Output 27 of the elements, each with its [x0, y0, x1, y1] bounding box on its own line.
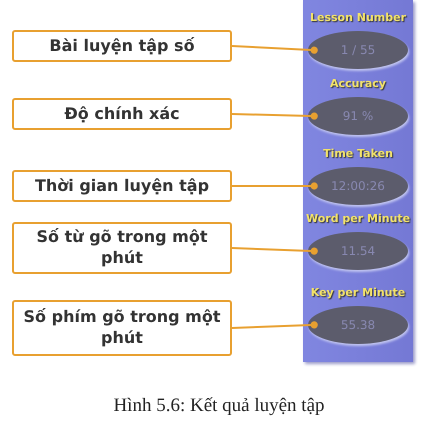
label-box	[12, 98, 232, 130]
connector-line	[232, 247, 318, 255]
display-heading: Key per Minute	[310, 286, 406, 299]
display-value: 11.54	[340, 244, 376, 258]
display-value: 12:00:26	[331, 179, 385, 193]
display-heading: Word per Minute	[306, 212, 410, 225]
label-box	[12, 170, 232, 202]
display-value: 1 / 55	[340, 43, 376, 57]
display-panel	[303, 0, 413, 362]
connector-line	[232, 182, 318, 190]
display-heading: Accuracy	[329, 77, 387, 90]
label-box	[12, 222, 232, 274]
label-box	[12, 30, 232, 62]
label-box	[12, 300, 232, 356]
label-text: Độ chính xác	[64, 104, 180, 124]
connector-line	[232, 321, 318, 329]
label-text: Số từ gõ trong một phút	[36, 227, 208, 269]
display-heading: Lesson Number	[308, 11, 408, 24]
connector-line	[232, 112, 318, 120]
display-heading: Time Taken	[322, 147, 394, 160]
label-text: Thời gian luyện tập	[34, 176, 210, 196]
figure-caption: Hình 5.6: Kết quả luyện tập	[112, 395, 326, 417]
display-value: 55.38	[340, 318, 376, 332]
label-text: Số phím gõ trong một phút	[22, 307, 222, 349]
label-text: Bài luyện tập số	[49, 36, 195, 56]
display-value: 91 %	[342, 109, 374, 123]
connector-line	[232, 45, 318, 54]
